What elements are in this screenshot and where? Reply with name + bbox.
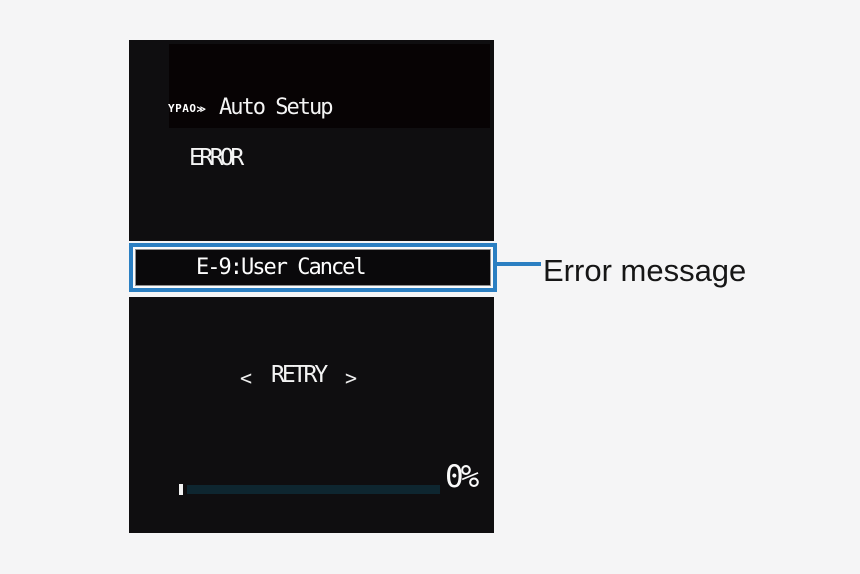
callout-connector-line (497, 262, 541, 266)
ypao-logo: YPAO≫ (168, 102, 207, 115)
progress-percent-label: 0% (445, 459, 479, 495)
error-status-text: ERROR (189, 145, 244, 171)
error-message-box: E-9:User Cancel (129, 243, 497, 292)
page-title: Auto Setup (219, 95, 333, 120)
retry-right-arrow-icon[interactable]: > (345, 366, 358, 390)
sound-waves-icon: ≫ (196, 105, 207, 115)
osd-panel-bottom: < RETRY > 0% (129, 297, 494, 533)
progress-start-tick (179, 484, 183, 495)
retry-left-arrow-icon[interactable]: < (240, 366, 253, 390)
callout-label: Error message (543, 253, 747, 288)
error-message-screen-row: E-9:User Cancel (135, 249, 491, 286)
progress-bar-track (187, 485, 440, 494)
error-message-text: E-9:User Cancel (196, 255, 367, 280)
retry-button[interactable]: RETRY (271, 362, 328, 388)
osd-panel-top: YPAO≫ Auto Setup ERROR (129, 40, 494, 241)
osd-title-bar (169, 44, 490, 128)
ypao-logo-text: YPAO (168, 102, 197, 115)
